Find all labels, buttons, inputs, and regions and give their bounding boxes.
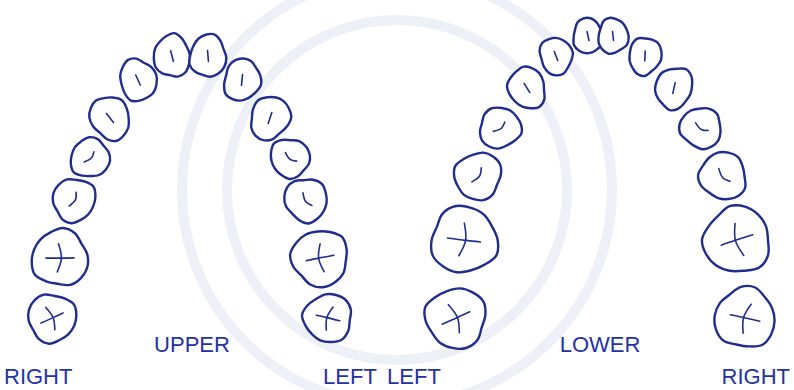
tooth-outline	[89, 97, 129, 141]
watermark	[182, 0, 612, 390]
tooth-outline	[655, 68, 692, 110]
tooth-groove	[285, 153, 296, 162]
tooth	[271, 140, 310, 179]
tooth-groove	[268, 113, 272, 124]
tooth-groove	[721, 235, 753, 245]
tooth-outline	[698, 152, 745, 199]
tooth-outline	[271, 140, 310, 179]
tooth	[32, 228, 88, 285]
tooth	[629, 38, 661, 76]
tooth-groove	[587, 32, 589, 41]
tooth-groove	[171, 51, 174, 62]
tooth-outline	[32, 228, 88, 285]
tooth-groove	[241, 75, 242, 86]
tooth	[120, 58, 157, 101]
tooth	[189, 34, 226, 77]
tooth-groove	[448, 238, 481, 242]
tooth	[284, 180, 326, 224]
tooth-outline	[480, 108, 522, 149]
tooth-groove	[493, 122, 504, 131]
arch-label: LEFT	[387, 366, 441, 388]
tooth-outline	[224, 58, 261, 100]
tooth-groove	[306, 255, 334, 260]
tooth-outline	[302, 294, 351, 342]
tooth-groove	[303, 193, 312, 206]
tooth-outline	[598, 18, 628, 54]
tooth-outline	[679, 108, 720, 149]
teeth	[28, 18, 774, 349]
tooth	[424, 288, 485, 348]
tooth	[28, 294, 76, 343]
tooth-groove	[472, 168, 481, 182]
tooth	[507, 67, 545, 109]
tooth-groove	[730, 315, 759, 322]
tooth-groove	[46, 257, 74, 259]
tooth-outline	[714, 286, 774, 346]
tooth-groove	[207, 51, 209, 62]
tooth	[224, 58, 261, 100]
tooth-groove	[107, 113, 114, 122]
arch-label: RIGHT	[722, 366, 790, 388]
tooth	[53, 179, 96, 223]
tooth-groove	[316, 315, 339, 321]
tooth-outline	[454, 153, 501, 201]
tooth-groove	[644, 51, 646, 61]
tooth	[598, 18, 628, 54]
tooth	[655, 68, 692, 110]
tooth-groove	[41, 313, 63, 323]
arch-label: RIGHT	[4, 366, 72, 388]
tooth-outline	[251, 97, 291, 140]
tooth	[698, 152, 745, 199]
tooth-groove	[554, 51, 558, 60]
tooth	[454, 153, 501, 201]
tooth	[89, 97, 129, 141]
watermark-ring	[227, 20, 567, 360]
tooth	[154, 33, 190, 77]
tooth-outline	[629, 38, 661, 76]
tooth	[480, 108, 522, 149]
tooth-groove	[673, 83, 675, 94]
tooth-outline	[154, 33, 190, 77]
tooth-groove	[696, 123, 709, 131]
tooth-groove	[69, 192, 76, 206]
tooth-outline	[71, 137, 110, 176]
arch-label: LEFT	[323, 366, 377, 388]
tooth-outline	[28, 294, 76, 343]
tooth-groove	[524, 83, 530, 92]
tooth-outline	[120, 58, 157, 101]
tooth-outline	[702, 205, 769, 271]
tooth	[540, 38, 573, 76]
tooth-outline	[189, 34, 226, 77]
tooth	[431, 206, 498, 273]
arch-label: UPPER	[154, 334, 230, 356]
tooth	[702, 205, 769, 271]
tooth	[679, 108, 720, 149]
tooth-outline	[507, 67, 545, 109]
arch-label: LOWER	[560, 334, 641, 356]
tooth-groove	[84, 152, 94, 162]
tooth-groove	[136, 75, 141, 85]
tooth-outline	[284, 180, 326, 224]
tooth	[714, 286, 774, 346]
tooth-groove	[612, 31, 615, 40]
tooth	[251, 97, 291, 140]
tooth-groove	[442, 312, 470, 324]
tooth	[290, 231, 347, 287]
tooth-outline	[424, 288, 485, 348]
tooth-outline	[540, 38, 573, 76]
tooth-outline	[431, 206, 498, 273]
watermark-ring	[182, 0, 612, 390]
tooth-outline	[53, 179, 96, 223]
tooth-groove	[719, 169, 730, 182]
tooth-outline	[290, 231, 347, 287]
tooth	[71, 137, 110, 176]
tooth	[302, 294, 351, 342]
